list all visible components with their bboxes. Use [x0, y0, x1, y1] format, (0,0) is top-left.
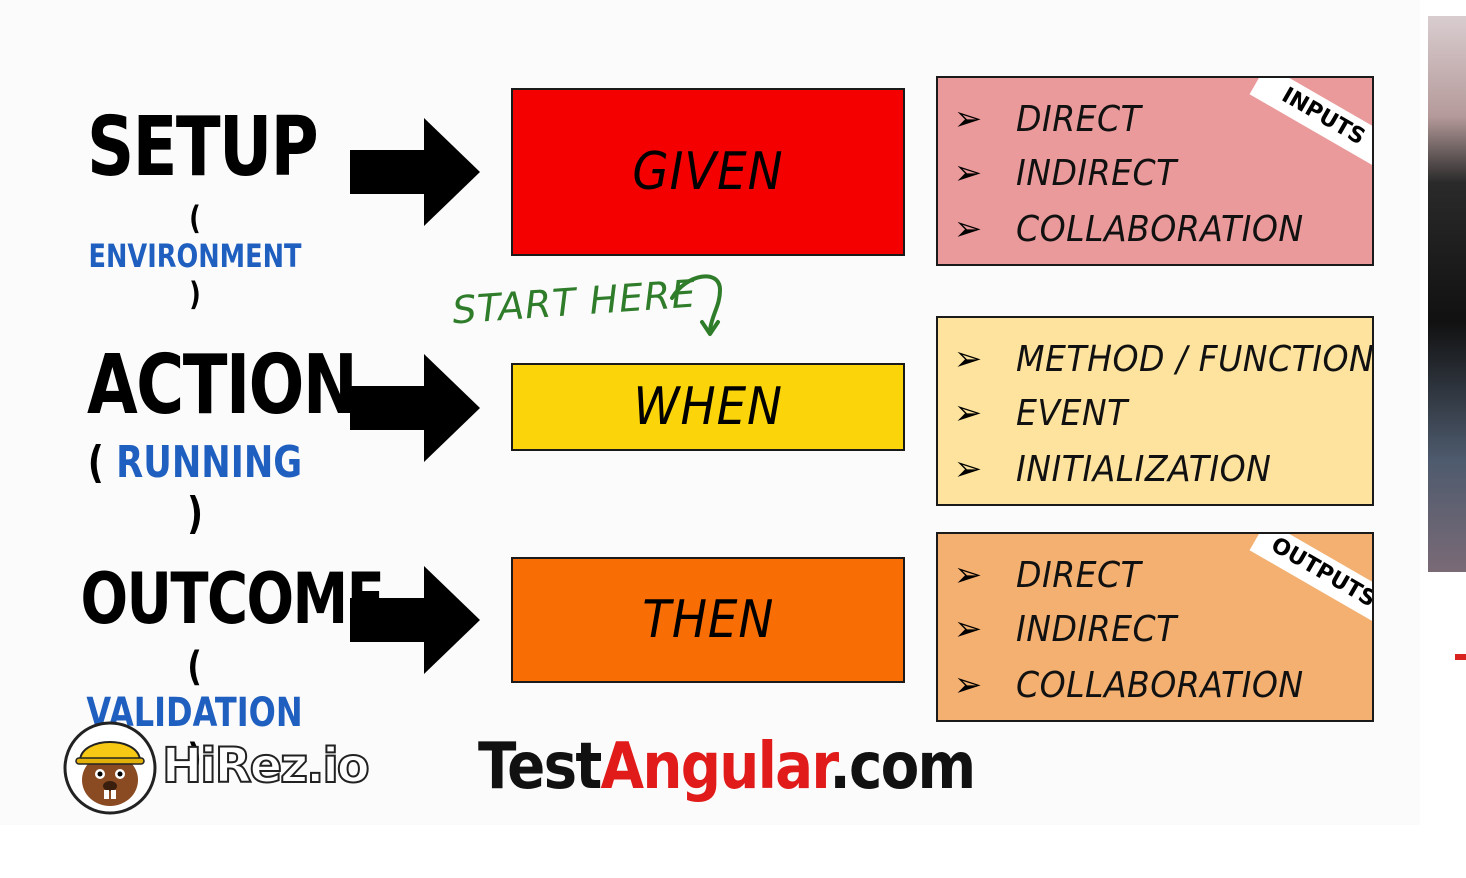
ribbon-inputs: INPUTS — [1249, 78, 1372, 170]
arrow-right-icon — [350, 566, 480, 674]
arrow-right-icon — [350, 354, 480, 462]
list-item: ➢INDIRECT — [938, 604, 1191, 654]
box-label: THEN — [642, 590, 774, 650]
slide: SETUP ( ENVIRONMENT ) ACTION ( RUNNING )… — [60, 76, 1374, 815]
panel-inputs: ➢DIRECT ➢INDIRECT ➢COLLABORATION INPUTS — [936, 76, 1374, 266]
box-given: GIVEN — [511, 88, 905, 256]
site-url: TestAngular.com — [478, 730, 976, 804]
bullet-arrow-icon: ➢ — [953, 209, 983, 249]
arrow-right-icon — [350, 118, 480, 226]
bullet-arrow-icon: ➢ — [953, 555, 983, 595]
phase-title: ACTION — [87, 338, 358, 433]
phase-subtitle: ( ENVIRONMENT ) — [88, 199, 302, 313]
list-item: ➢DIRECT — [938, 550, 1152, 600]
box-label: WHEN — [633, 377, 783, 437]
bullet-arrow-icon: ➢ — [953, 393, 983, 433]
list-item: ➢COLLABORATION — [938, 204, 1329, 254]
start-here-annotation: START HERE — [450, 271, 698, 333]
box-label: GIVEN — [632, 142, 784, 202]
speaker-video-strip — [1428, 16, 1466, 572]
phase-subtitle-word: RUNNING — [116, 437, 303, 488]
bullet-arrow-icon: ➢ — [953, 153, 983, 193]
red-mark — [1455, 654, 1466, 660]
bullet-arrow-icon: ➢ — [953, 339, 983, 379]
list-item: ➢EVENT — [938, 388, 1138, 438]
list-item: ➢METHOD / FUNCTION — [938, 334, 1372, 384]
bullet-arrow-icon: ➢ — [953, 609, 983, 649]
curved-arrow-down-icon — [670, 274, 723, 336]
phase-subtitle: ( RUNNING ) — [87, 437, 303, 539]
ribbon-outputs: OUTPUTS — [1249, 534, 1372, 626]
panel-actions: ➢METHOD / FUNCTION ➢EVENT ➢INITIALIZATIO… — [936, 316, 1374, 506]
box-when: WHEN — [511, 363, 905, 451]
list-item: ➢INITIALIZATION — [938, 444, 1294, 494]
bullet-arrow-icon: ➢ — [953, 665, 983, 705]
list-item: ➢INDIRECT — [938, 148, 1191, 198]
phase-setup: SETUP ( ENVIRONMENT ) — [60, 100, 330, 313]
list-item: ➢DIRECT — [938, 94, 1152, 144]
panel-outputs: ➢DIRECT ➢INDIRECT ➢COLLABORATION OUTPUTS — [936, 532, 1374, 722]
bullet-arrow-icon: ➢ — [953, 449, 983, 489]
brand-wordmark: HiRez.io — [161, 737, 371, 795]
bullet-arrow-icon: ➢ — [953, 99, 983, 139]
box-then: THEN — [511, 557, 905, 683]
phase-subtitle-word: ENVIRONMENT — [88, 237, 302, 275]
phase-title: OUTCOME — [80, 558, 385, 640]
phase-title: SETUP — [87, 100, 319, 195]
beaver-hardhat-icon — [63, 721, 157, 815]
list-item: ➢COLLABORATION — [938, 660, 1329, 710]
phase-action: ACTION ( RUNNING ) — [60, 338, 358, 539]
